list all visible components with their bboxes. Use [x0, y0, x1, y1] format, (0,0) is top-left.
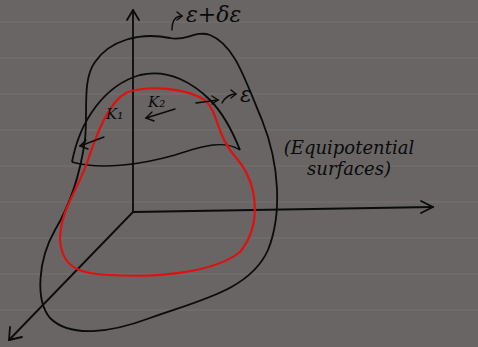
vector-label: K₁: [106, 106, 123, 123]
field-arrows: [80, 12, 236, 149]
surface-label: ε+δε: [186, 2, 241, 27]
inner-surface: [72, 145, 240, 166]
vector-label: K₂: [148, 94, 165, 111]
red-curve: [60, 88, 255, 275]
outer-surface: [40, 34, 277, 331]
surface-label: ε: [240, 82, 252, 107]
axes: [9, 10, 433, 340]
note-label: (Equipotential surfaces): [274, 138, 424, 179]
